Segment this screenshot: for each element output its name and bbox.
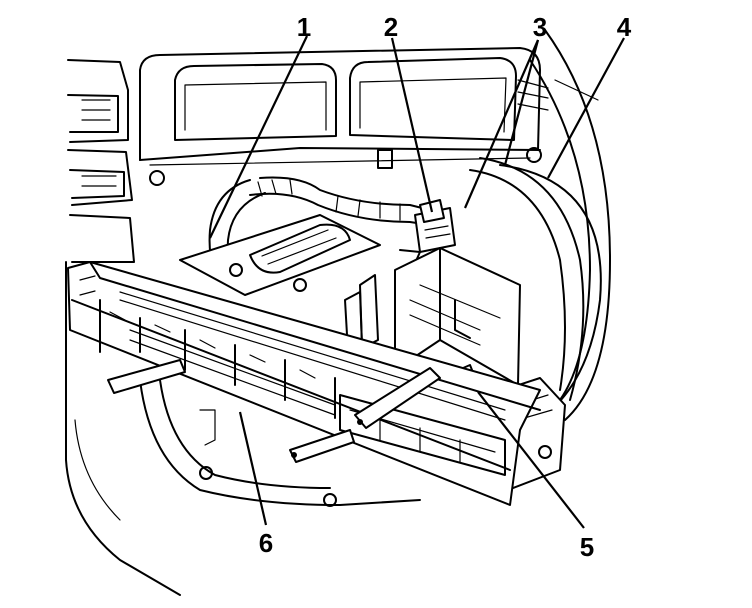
wiring-harness [208, 157, 602, 416]
callout-5: 5 [580, 532, 594, 562]
left-vent-housing [65, 59, 181, 596]
leader-line-4 [547, 37, 625, 179]
electrical-connector [399, 199, 456, 271]
louver-panel [67, 261, 541, 506]
upper-duct-frame [139, 47, 549, 186]
leader-line-6 [238, 411, 268, 526]
mounting-bracket [179, 214, 381, 353]
callout-labels: 1 2 3 4 5 6 [259, 12, 632, 562]
leader-line-1 [209, 35, 308, 239]
callout-4: 4 [617, 12, 632, 42]
callout-6: 6 [259, 528, 273, 558]
right-housing-outline [529, 29, 611, 421]
leader-lines [209, 35, 625, 529]
lower-ring [139, 379, 421, 507]
callout-3: 3 [533, 12, 547, 42]
leader-line-5 [477, 391, 585, 529]
leader-line-2 [390, 37, 434, 213]
callout-1: 1 [297, 12, 311, 42]
leader-line-3a [463, 39, 540, 209]
leader-line-3b [503, 39, 540, 166]
callout-2: 2 [384, 12, 398, 42]
